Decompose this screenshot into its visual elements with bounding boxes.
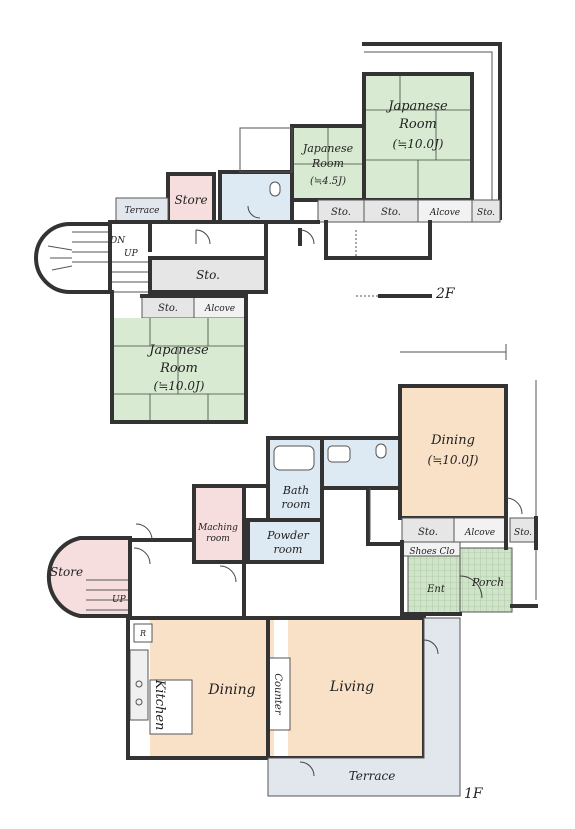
kitchen-label: Kitchen xyxy=(152,679,167,731)
sto-2f-c xyxy=(471,199,501,223)
sto-1f-b xyxy=(509,517,537,543)
second-floor xyxy=(34,42,502,424)
sto-2f-south-label: Sto. xyxy=(158,303,178,314)
stove-burner xyxy=(135,698,143,706)
sto-2f-a-label: Sto. xyxy=(331,207,351,218)
ent-label: Ent xyxy=(426,584,446,595)
jr-north-line1: Japanese xyxy=(385,99,448,114)
powder-line2: room xyxy=(274,543,303,556)
bath-line1: Bath xyxy=(282,484,309,497)
porch xyxy=(459,547,513,613)
sto-2f-hall-label: Sto. xyxy=(196,268,220,282)
alcove-1f xyxy=(453,517,507,543)
dining-upper-size: (≒10.0J) xyxy=(428,453,479,467)
jr-small-line2: Room xyxy=(311,157,344,170)
stairs-dn-2f: DN xyxy=(109,236,126,246)
alcove-1f-label: Alcove xyxy=(464,528,495,538)
bathtub xyxy=(273,445,315,471)
sto-2f-c-label: Sto. xyxy=(477,208,495,218)
floor-label-2f: 2F xyxy=(435,286,456,302)
jr-south-size: (≒10.0J) xyxy=(154,379,205,393)
porch-label: Porch xyxy=(471,576,504,589)
alcove-2f-north-label: Alcove xyxy=(429,208,460,218)
store-2f-label: Store xyxy=(174,193,207,207)
toilet-2f xyxy=(269,181,281,197)
floor-label-1f: 1F xyxy=(464,786,484,802)
wash-area-2f xyxy=(220,172,292,222)
jr-small-line1: Japanese xyxy=(301,142,354,155)
terrace-1f xyxy=(267,617,461,797)
store-1f xyxy=(46,536,132,618)
kitchen-counter-top xyxy=(129,649,149,721)
sto-1f-a-label: Sto. xyxy=(418,527,438,538)
stairs-up-1f: UP xyxy=(112,595,127,605)
stove-burner xyxy=(135,680,143,688)
toilet-1f xyxy=(375,443,387,459)
bath-line2: room xyxy=(282,498,311,511)
sto-1f-a xyxy=(401,517,455,543)
refrigerator-label: R xyxy=(139,629,146,638)
machine-line1: Maching xyxy=(197,523,238,533)
terrace-2f-label: Terrace xyxy=(125,206,160,216)
sto-2f-b-label: Sto. xyxy=(381,207,401,218)
stair-2f xyxy=(34,222,112,294)
jr-south-line1: Japanese xyxy=(146,343,209,358)
store-2f xyxy=(168,174,214,222)
kitchen-island xyxy=(149,679,193,735)
dining-lower-label: Dining xyxy=(207,682,255,698)
shoes-closet-label: Shoes Clo xyxy=(409,547,455,557)
living-label: Living xyxy=(329,679,374,695)
alcove-2f-south-label: Alcove xyxy=(204,304,235,314)
dining-upper-line1: Dining xyxy=(430,433,475,448)
terrace-1f-label: Terrace xyxy=(349,769,396,783)
jr-south-line2: Room xyxy=(159,361,198,376)
powder-line1: Powder xyxy=(266,529,310,542)
first-floor xyxy=(46,344,538,797)
refrigerator xyxy=(133,623,153,643)
sto-1f-b-label: Sto. xyxy=(514,528,532,538)
japanese-room-south xyxy=(112,318,246,422)
stairs-up-2f: UP xyxy=(124,249,139,259)
dining-upper xyxy=(400,386,506,518)
powder-room xyxy=(248,520,322,562)
sink-1f xyxy=(327,445,351,463)
entrance xyxy=(407,547,461,615)
jr-small-size: (≒4.5J) xyxy=(310,176,346,187)
jr-north-line2: Room xyxy=(398,117,437,132)
store-1f-label: Store xyxy=(50,565,83,579)
balcony-outline xyxy=(362,42,502,220)
counter-label: Counter xyxy=(272,673,283,715)
sto-2f-hall xyxy=(150,258,266,292)
living xyxy=(288,618,424,758)
jr-north-size: (≒10.0J) xyxy=(393,137,444,151)
machine-room xyxy=(194,486,244,562)
machine-line2: room xyxy=(206,534,230,544)
